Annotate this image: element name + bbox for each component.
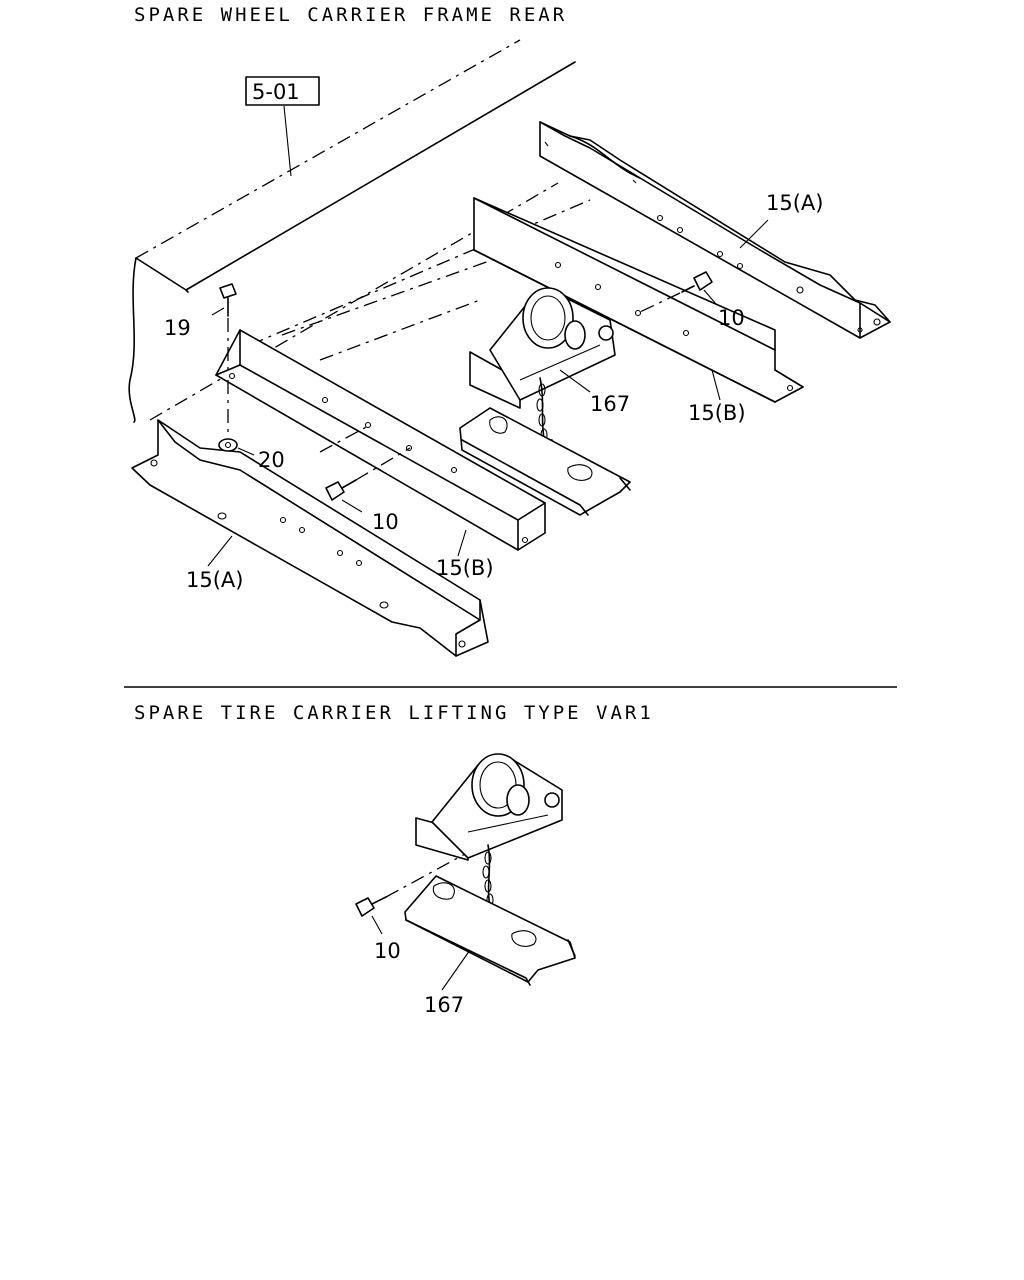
nut-20 bbox=[218, 380, 255, 456]
section-title-lifting-type: SPARE TIRE CARRIER LIFTING TYPE VAR1 bbox=[134, 702, 654, 724]
winch-assembly-167-top bbox=[459, 287, 631, 516]
crossmember-15a-left bbox=[131, 419, 489, 657]
callout-10-right: 10 bbox=[718, 306, 745, 330]
bolt-10-right bbox=[639, 271, 717, 313]
bolt-19 bbox=[211, 283, 237, 370]
leader-15b-left bbox=[457, 529, 467, 557]
bolt-10-bottom bbox=[355, 853, 466, 935]
channel-15b-left bbox=[215, 329, 546, 551]
leader-15a-right bbox=[739, 219, 769, 249]
reference-label: 5-01 bbox=[252, 80, 300, 104]
callout-15b-right: 15(B) bbox=[688, 401, 746, 425]
callout-167-top: 167 bbox=[590, 392, 630, 416]
callout-15a-right: 15(A) bbox=[766, 191, 823, 215]
bolt-10-left bbox=[319, 424, 411, 513]
channel-15b-right bbox=[473, 197, 804, 403]
callout-20: 20 bbox=[258, 448, 285, 472]
leader-167-bottom bbox=[441, 949, 471, 991]
winch-assembly-167-bottom bbox=[404, 753, 576, 986]
callout-10-bottom: 10 bbox=[374, 939, 401, 963]
vehicle-frame-rail bbox=[128, 39, 591, 423]
leader-15b-right bbox=[711, 369, 721, 401]
crossmember-15a-right bbox=[539, 121, 891, 339]
callout-19: 19 bbox=[164, 316, 191, 340]
callout-167-bottom: 167 bbox=[424, 993, 464, 1017]
callout-15b-left: 15(B) bbox=[436, 556, 494, 580]
reference-box-5-01[interactable]: 5-01 bbox=[245, 76, 320, 177]
leader-15a-left bbox=[207, 535, 233, 567]
section-title-frame-rear: SPARE WHEEL CARRIER FRAME REAR bbox=[134, 4, 568, 26]
callout-10-left: 10 bbox=[372, 510, 399, 534]
leader-167-top bbox=[559, 369, 591, 393]
callout-15a-left: 15(A) bbox=[186, 568, 243, 592]
